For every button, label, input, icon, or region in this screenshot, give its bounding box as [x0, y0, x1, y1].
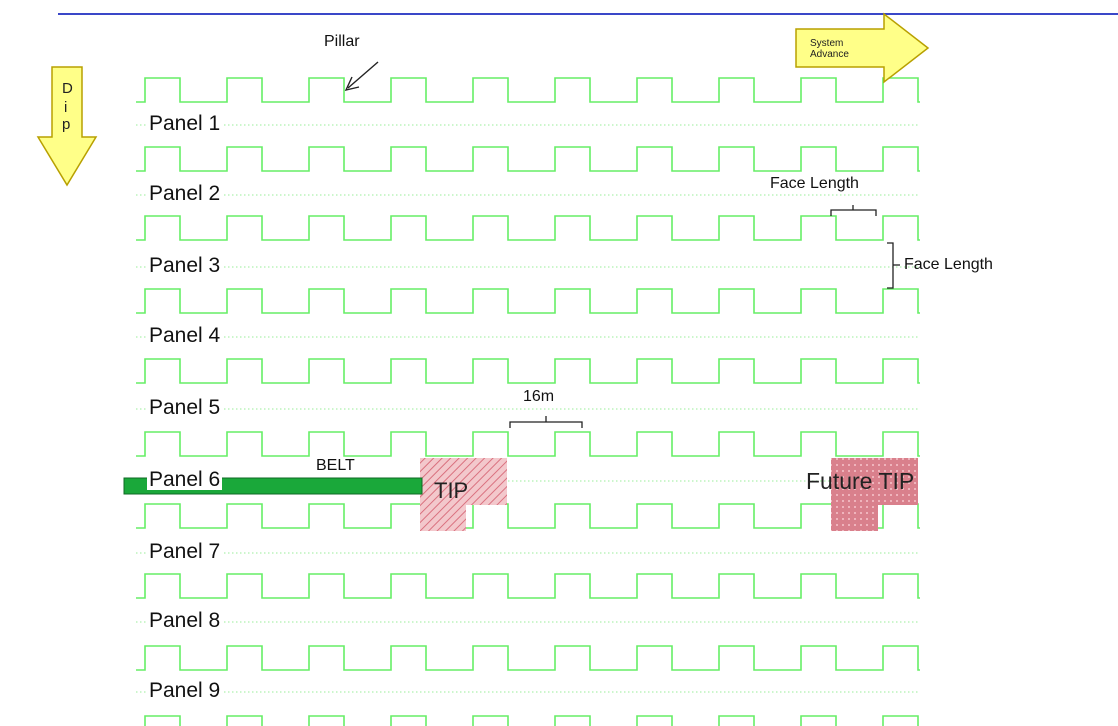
face-length-vertical-label: Face Length — [904, 256, 993, 273]
face-length-horizontal-label: Face Length — [770, 175, 859, 192]
future-tip-region — [831, 458, 918, 531]
panel-label: Panel 7 — [147, 540, 223, 563]
pillar-rows — [136, 77, 920, 726]
belt-label: BELT — [316, 457, 355, 474]
panel-label: Panel 6 — [147, 468, 223, 491]
panel-label: Panel 9 — [147, 679, 223, 702]
system-advance-arrow — [795, 12, 930, 84]
pillar-row — [136, 358, 920, 384]
panel-label: Panel 4 — [147, 324, 223, 347]
dip-letter-i: i — [64, 99, 68, 116]
pillar-row — [136, 215, 920, 241]
panel-label: Panel 5 — [147, 396, 223, 419]
panel-centerlines — [136, 124, 920, 693]
spacing-label: 16m — [523, 388, 555, 405]
future-tip-label: Future TIP — [806, 468, 915, 494]
pillar-row — [136, 431, 920, 457]
pillar-pointer-line — [347, 61, 379, 89]
pillar-row — [136, 573, 920, 599]
system-advance-line2: Advance — [810, 49, 849, 60]
pillar-row — [136, 288, 920, 314]
pillar-pointer-head — [344, 76, 360, 92]
pillar-row — [144, 715, 919, 726]
pillar-row — [136, 503, 920, 529]
dip-arrow — [36, 66, 98, 187]
pillar-row — [136, 77, 920, 103]
panel-label: Panel 8 — [147, 609, 223, 632]
panel-label: Panel 3 — [147, 254, 223, 277]
system-advance-label: System Advance — [810, 38, 849, 60]
panel-label: Panel 1 — [147, 112, 223, 135]
dip-letter-p: p — [62, 116, 71, 133]
tip-region — [420, 458, 507, 531]
pillar-label: Pillar — [324, 33, 360, 50]
system-advance-line1: System — [810, 38, 844, 49]
panel-label: Panel 2 — [147, 182, 223, 205]
tip-label: TIP — [434, 478, 469, 503]
pillar-row — [136, 645, 920, 671]
pillar-row — [136, 146, 920, 172]
dip-letter-d: D — [62, 80, 73, 97]
